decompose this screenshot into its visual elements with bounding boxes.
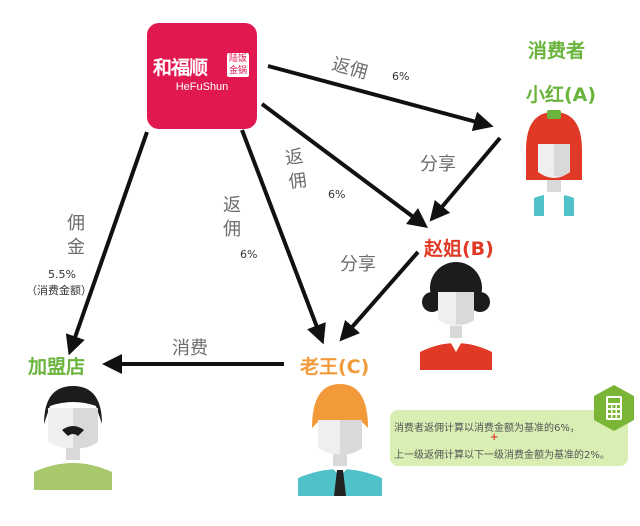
label-xiaohong: 小红(A) bbox=[526, 84, 597, 106]
arrow-logo-to-zhaojie bbox=[260, 102, 429, 228]
label-yongjin: 佣金 bbox=[67, 213, 85, 258]
avatar-laowang bbox=[298, 384, 382, 496]
arrow-xiaohong-to-zhaojie bbox=[429, 136, 502, 222]
label-share-1: 分享 bbox=[420, 154, 456, 175]
avatar-franchise bbox=[34, 386, 112, 490]
arrow-logo-to-franchise bbox=[65, 131, 149, 356]
percent-commission: 5.5% bbox=[48, 268, 76, 281]
rule-note: 消费者返佣计算以消费金额为基准的6%， + 上一级返佣计算以下一级消费金额为基准… bbox=[390, 410, 628, 466]
note-line-2: 上一级返佣计算以下一级消费金额为基准的2%。 bbox=[394, 450, 610, 461]
avatar-zhaojie bbox=[420, 262, 492, 370]
arrow-logo-to-xiaohong bbox=[267, 64, 494, 132]
note-line-1: 消费者返佣计算以消费金额为基准的6%， bbox=[394, 423, 580, 434]
percent-zhaojie: 6% bbox=[328, 188, 346, 201]
logo-english-name: HeFuShun bbox=[175, 81, 229, 93]
label-consume: 消费 bbox=[172, 338, 208, 359]
hefushun-logo: 和福顺 陆饭 金锅 HeFuShun bbox=[147, 23, 257, 129]
consumer-header: 消费者 bbox=[528, 40, 586, 62]
percent-xiaohong: 6% bbox=[392, 70, 410, 83]
label-share-2: 分享 bbox=[340, 254, 376, 275]
percent-laowang: 6% bbox=[240, 248, 258, 261]
label-franchise: 加盟店 bbox=[28, 356, 86, 378]
arrow-logo-to-laowang bbox=[240, 129, 326, 345]
calculator-icon bbox=[594, 385, 634, 431]
label-fanyong-laowang: 返佣 bbox=[223, 195, 241, 240]
label-laowang: 老王(C) bbox=[300, 356, 370, 378]
commission-note: （消费金额） bbox=[26, 284, 92, 297]
label-zhaojie: 赵姐(B) bbox=[424, 238, 494, 260]
arrow-zhaojie-to-laowang bbox=[339, 250, 420, 342]
note-plus: + bbox=[490, 432, 499, 443]
logo-chinese-name: 和福顺 bbox=[153, 57, 208, 79]
logo-tag: 陆饭 金锅 bbox=[227, 53, 249, 77]
avatar-xiaohong bbox=[526, 110, 582, 216]
